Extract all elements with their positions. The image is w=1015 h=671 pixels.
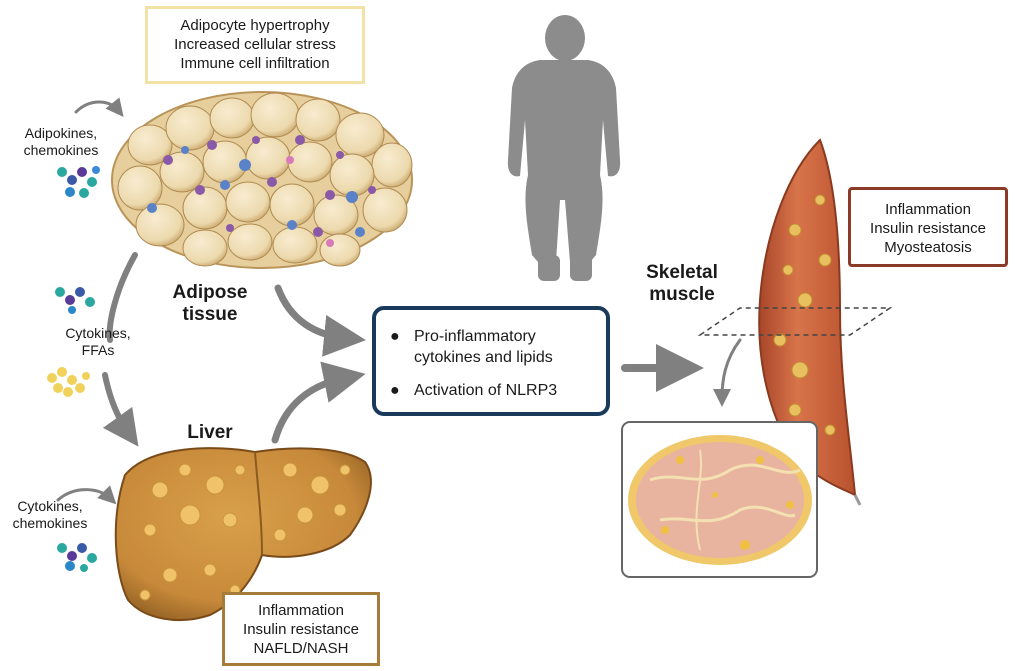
adipose-signal-line2: chemokines <box>23 142 99 158</box>
adipose-to-liver-arrow-upper <box>106 252 138 343</box>
liver-signal-label: Cytokines, chemokines <box>0 498 100 532</box>
liver-title: Liver <box>187 422 233 443</box>
flow-line1: Cytokines, <box>65 325 131 341</box>
liver-cytokine-molecules <box>57 543 97 572</box>
liver-illustration <box>114 447 372 621</box>
flow-line2: FFAs <box>81 342 115 358</box>
muscle-cross-section <box>628 435 812 565</box>
liver-to-center-arrow <box>271 361 366 444</box>
muscle-title: Skeletal muscle <box>632 262 732 306</box>
bullet-dot-icon: ● <box>390 382 400 399</box>
adipose-title-line2: tissue <box>182 304 238 325</box>
adipose-signal-line1: Adipokines, <box>24 125 98 141</box>
cross-section-arrow <box>713 338 742 407</box>
liver-info-box: Inflammation Insulin resistance NAFLD/NA… <box>222 592 380 666</box>
muscle-box-line: Insulin resistance <box>870 220 986 237</box>
muscle-fat-deposits <box>773 194 836 436</box>
adipose-box-line: Increased cellular stress <box>174 36 336 53</box>
adipose-to-liver-arrow-lower <box>102 372 139 447</box>
skeletal-muscle-illustration <box>697 138 893 506</box>
adipocyte-cells <box>117 92 413 267</box>
human-silhouette <box>507 15 621 281</box>
muscle-info-box: Inflammation Insulin resistance Myosteat… <box>848 187 1008 267</box>
liver-box-line: NAFLD/NASH <box>253 640 349 657</box>
bullet-text-1b: cytokines and lipids <box>414 349 553 366</box>
mechanism-box: ● Pro-inflammatory cytokines and lipids … <box>372 306 610 416</box>
bullet-dot-icon: ● <box>390 328 400 345</box>
flow-arrows <box>56 97 742 505</box>
adipose-tissue-illustration <box>111 91 413 269</box>
liver-box-line: Inflammation <box>258 602 344 619</box>
adipokine-curve-arrow <box>74 97 124 118</box>
pink-cells <box>286 156 334 247</box>
muscle-box-line: Myosteatosis <box>884 239 972 256</box>
blue-cells <box>147 146 365 237</box>
cytokine-molecules <box>55 287 95 314</box>
liver-box-line: Insulin resistance <box>243 621 359 638</box>
immune-cells <box>163 135 376 237</box>
liver-signal-line1: Cytokines, <box>17 498 83 514</box>
ffa-molecules <box>47 367 90 397</box>
adipose-box-line: Adipocyte hypertrophy <box>180 17 330 34</box>
cytokines-ffas-label: Cytokines, FFAs <box>48 325 148 359</box>
bullet-text-1a: Pro-inflammatory <box>414 328 536 345</box>
adipose-title-line1: Adipose <box>172 282 248 303</box>
liver-signal-line2: chemokines <box>12 515 88 531</box>
muscle-title-line1: Skeletal <box>646 262 718 283</box>
adipose-title: Adipose tissue <box>150 282 270 326</box>
muscle-box-line: Inflammation <box>885 201 971 218</box>
adipose-to-center-arrow <box>274 284 366 357</box>
bullet-text-2: Activation of NLRP3 <box>414 382 558 399</box>
adipose-info-box: Adipocyte hypertrophy Increased cellular… <box>145 6 365 84</box>
muscle-title-line2: muscle <box>649 284 715 305</box>
liver-lipid-droplets <box>139 462 351 601</box>
liver-signal-curve-arrow <box>56 485 117 505</box>
adipose-signal-label: Adipokines, chemokines <box>6 125 116 159</box>
adipose-box-line: Immune cell infiltration <box>180 55 330 72</box>
adipokine-molecules <box>57 166 100 198</box>
